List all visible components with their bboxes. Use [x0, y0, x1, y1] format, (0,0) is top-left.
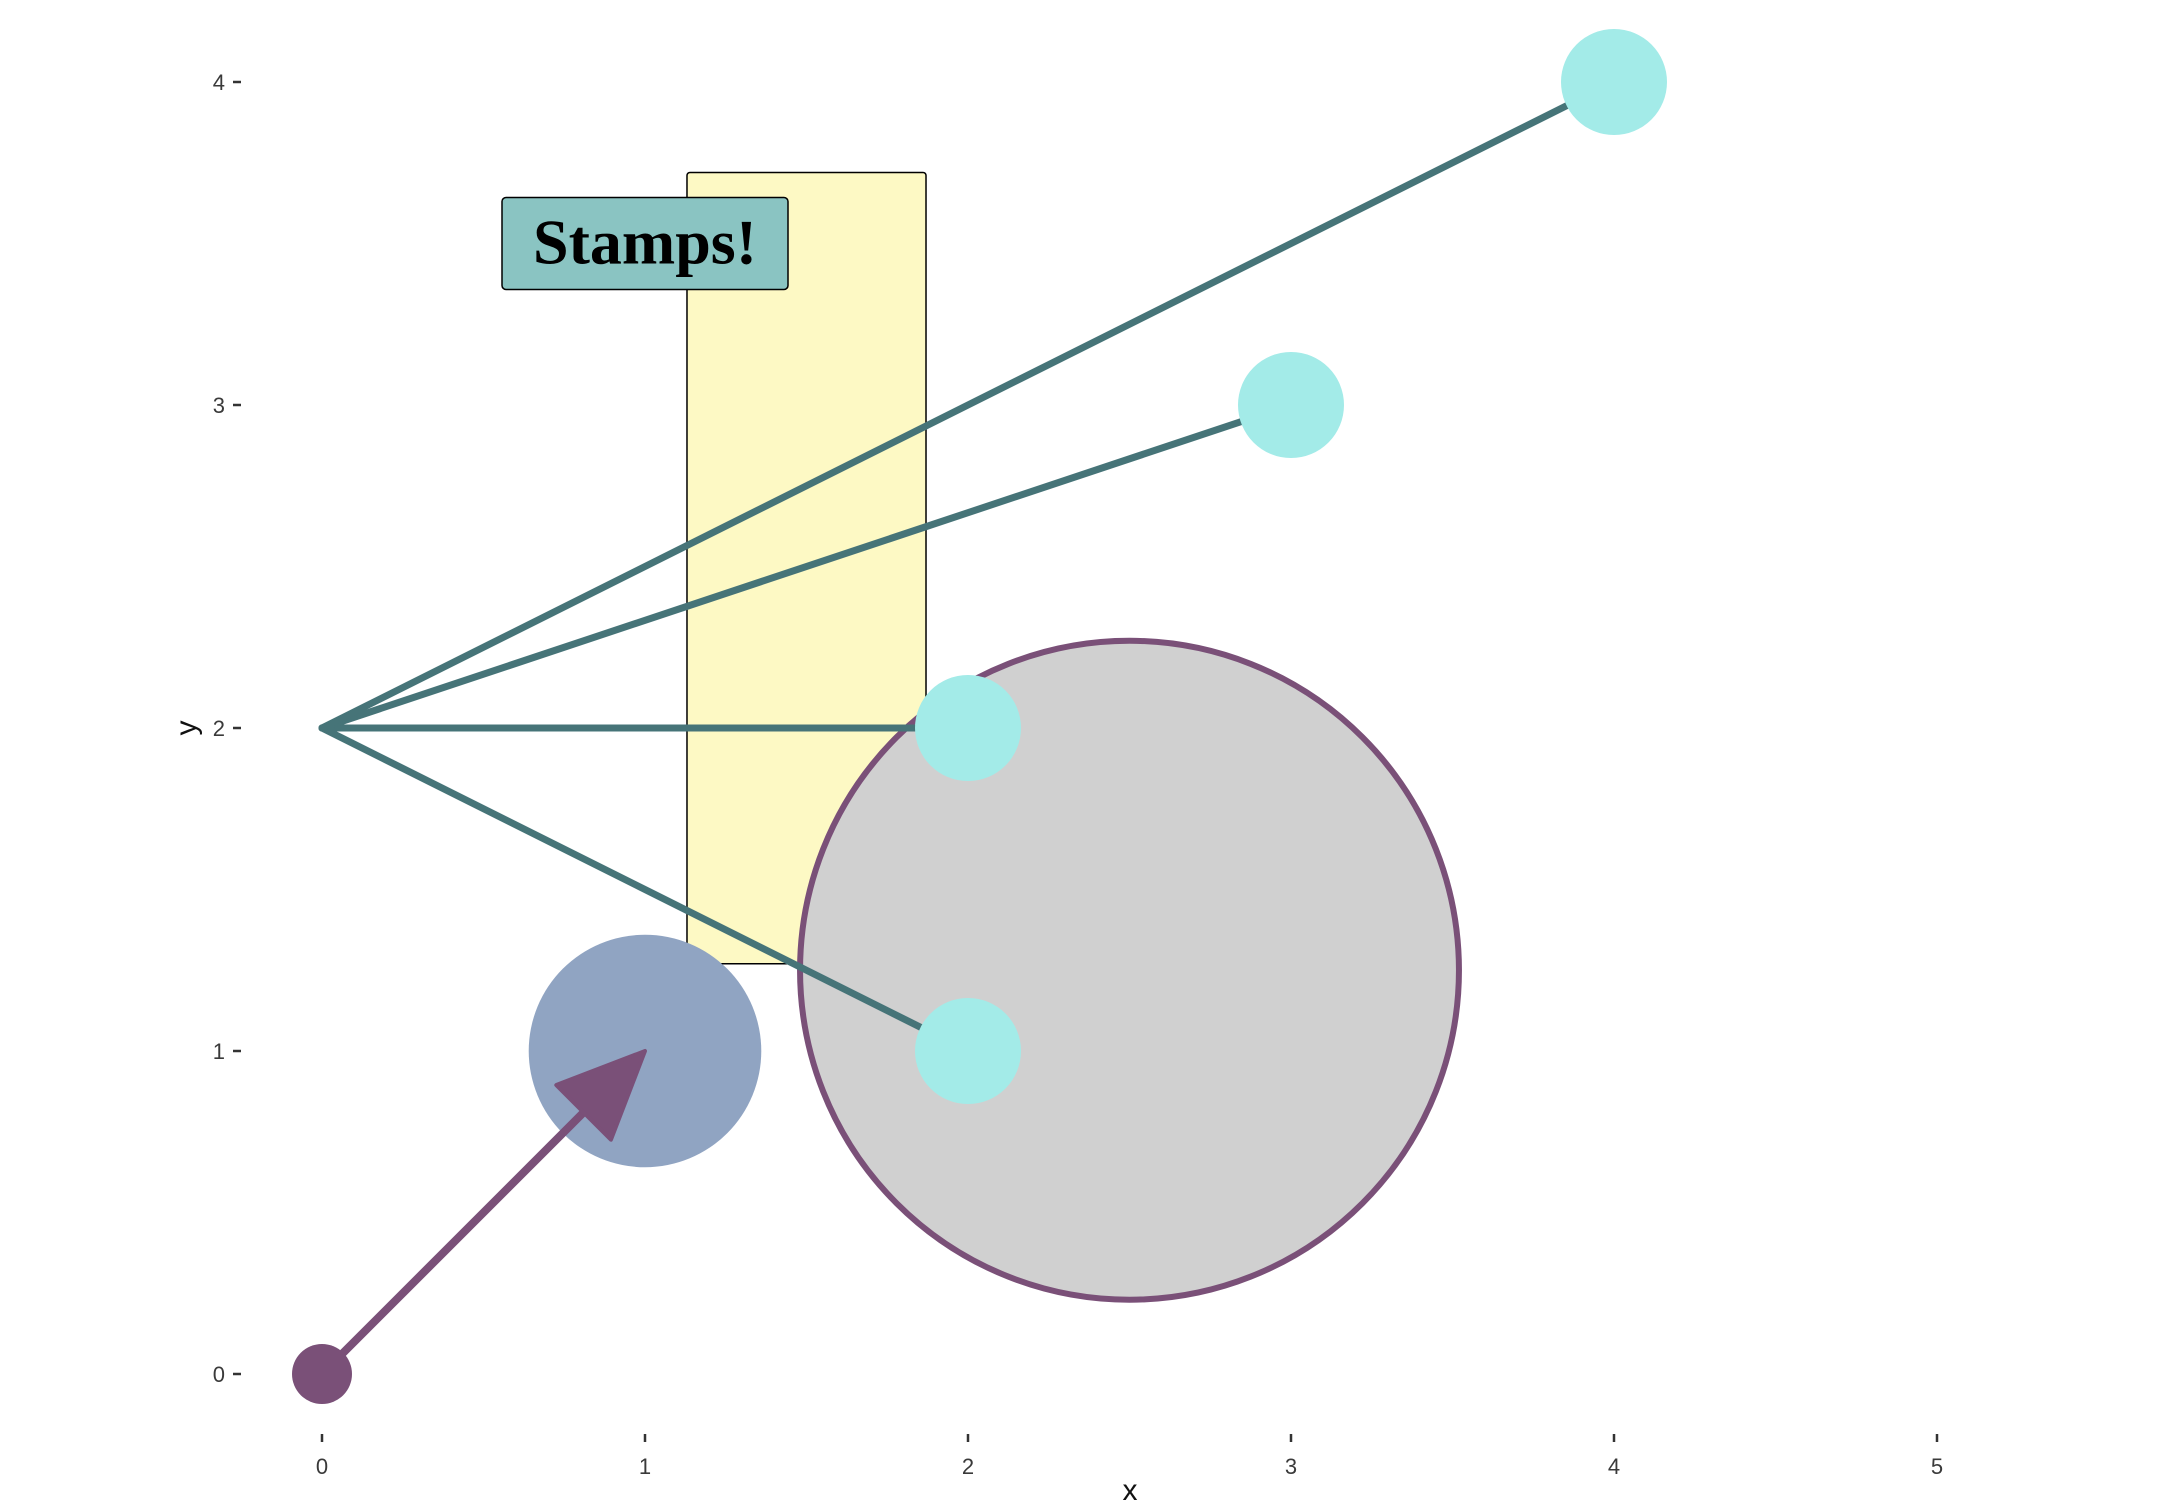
y-tick-label-2: 2 — [213, 716, 225, 741]
teal-arrow-2 — [318, 401, 1295, 732]
x-axis-title: x — [1123, 1474, 1138, 1507]
purple-arrow-head — [554, 1049, 647, 1142]
axes: 0 1 2 3 4 5 0 1 2 3 4 — [213, 70, 1943, 1479]
big-circle — [797, 637, 1462, 1303]
y-axis-title: y — [170, 721, 203, 736]
cyan-point-3 — [1561, 29, 1667, 135]
point-layer — [292, 29, 1667, 1404]
teal-arrow-3 — [318, 78, 1618, 732]
stamp-label-box — [501, 196, 789, 291]
teal-arrow-0 — [318, 724, 972, 1055]
x-tick-label-0: 0 — [316, 1454, 328, 1479]
x-tick-label-1: 1 — [639, 1454, 651, 1479]
y-tick-label-0: 0 — [213, 1362, 225, 1387]
shape-layer — [528, 171, 1462, 1303]
cyan-point-2 — [1238, 352, 1344, 458]
x-tick-label-2: 2 — [962, 1454, 974, 1479]
stamp-label-text: Stamps! — [533, 207, 757, 278]
x-tick-label-5: 5 — [1931, 1454, 1943, 1479]
purple-arrow — [318, 1104, 592, 1378]
cyan-point-0 — [915, 998, 1021, 1104]
x-tick-label-3: 3 — [1285, 1454, 1297, 1479]
stamp-label: Stamps! — [501, 196, 789, 291]
y-tick-label-1: 1 — [213, 1039, 225, 1064]
origin-point — [292, 1344, 352, 1404]
y-tick-label-4: 4 — [213, 70, 225, 95]
x-tick-label-4: 4 — [1608, 1454, 1620, 1479]
y-tick-label-3: 3 — [213, 393, 225, 418]
cyan-point-1 — [915, 675, 1021, 781]
